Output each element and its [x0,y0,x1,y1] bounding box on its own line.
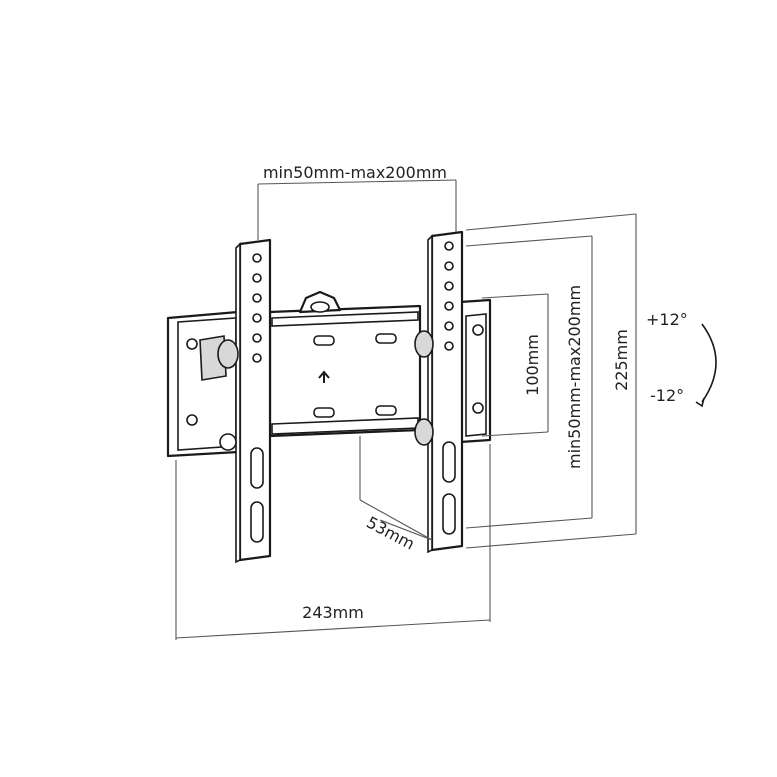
width-range-label: min50mm-max200mm [263,163,447,182]
tilt-arc-icon [695,323,717,408]
overall-height-label: 225mm [612,329,631,391]
tilt-bracket [268,290,422,438]
depth-label: 53mm [363,513,417,554]
right-arm [414,230,464,554]
height-range-label: min50mm-max200mm [565,285,584,469]
dimension-lines [175,179,637,640]
tilt-down-label: -12° [650,386,684,405]
left-arm [199,238,272,564]
tilt-up-label: +12° [646,310,688,329]
overall-width-label: 243mm [302,603,364,622]
vesa-100-label: 100mm [523,334,542,396]
